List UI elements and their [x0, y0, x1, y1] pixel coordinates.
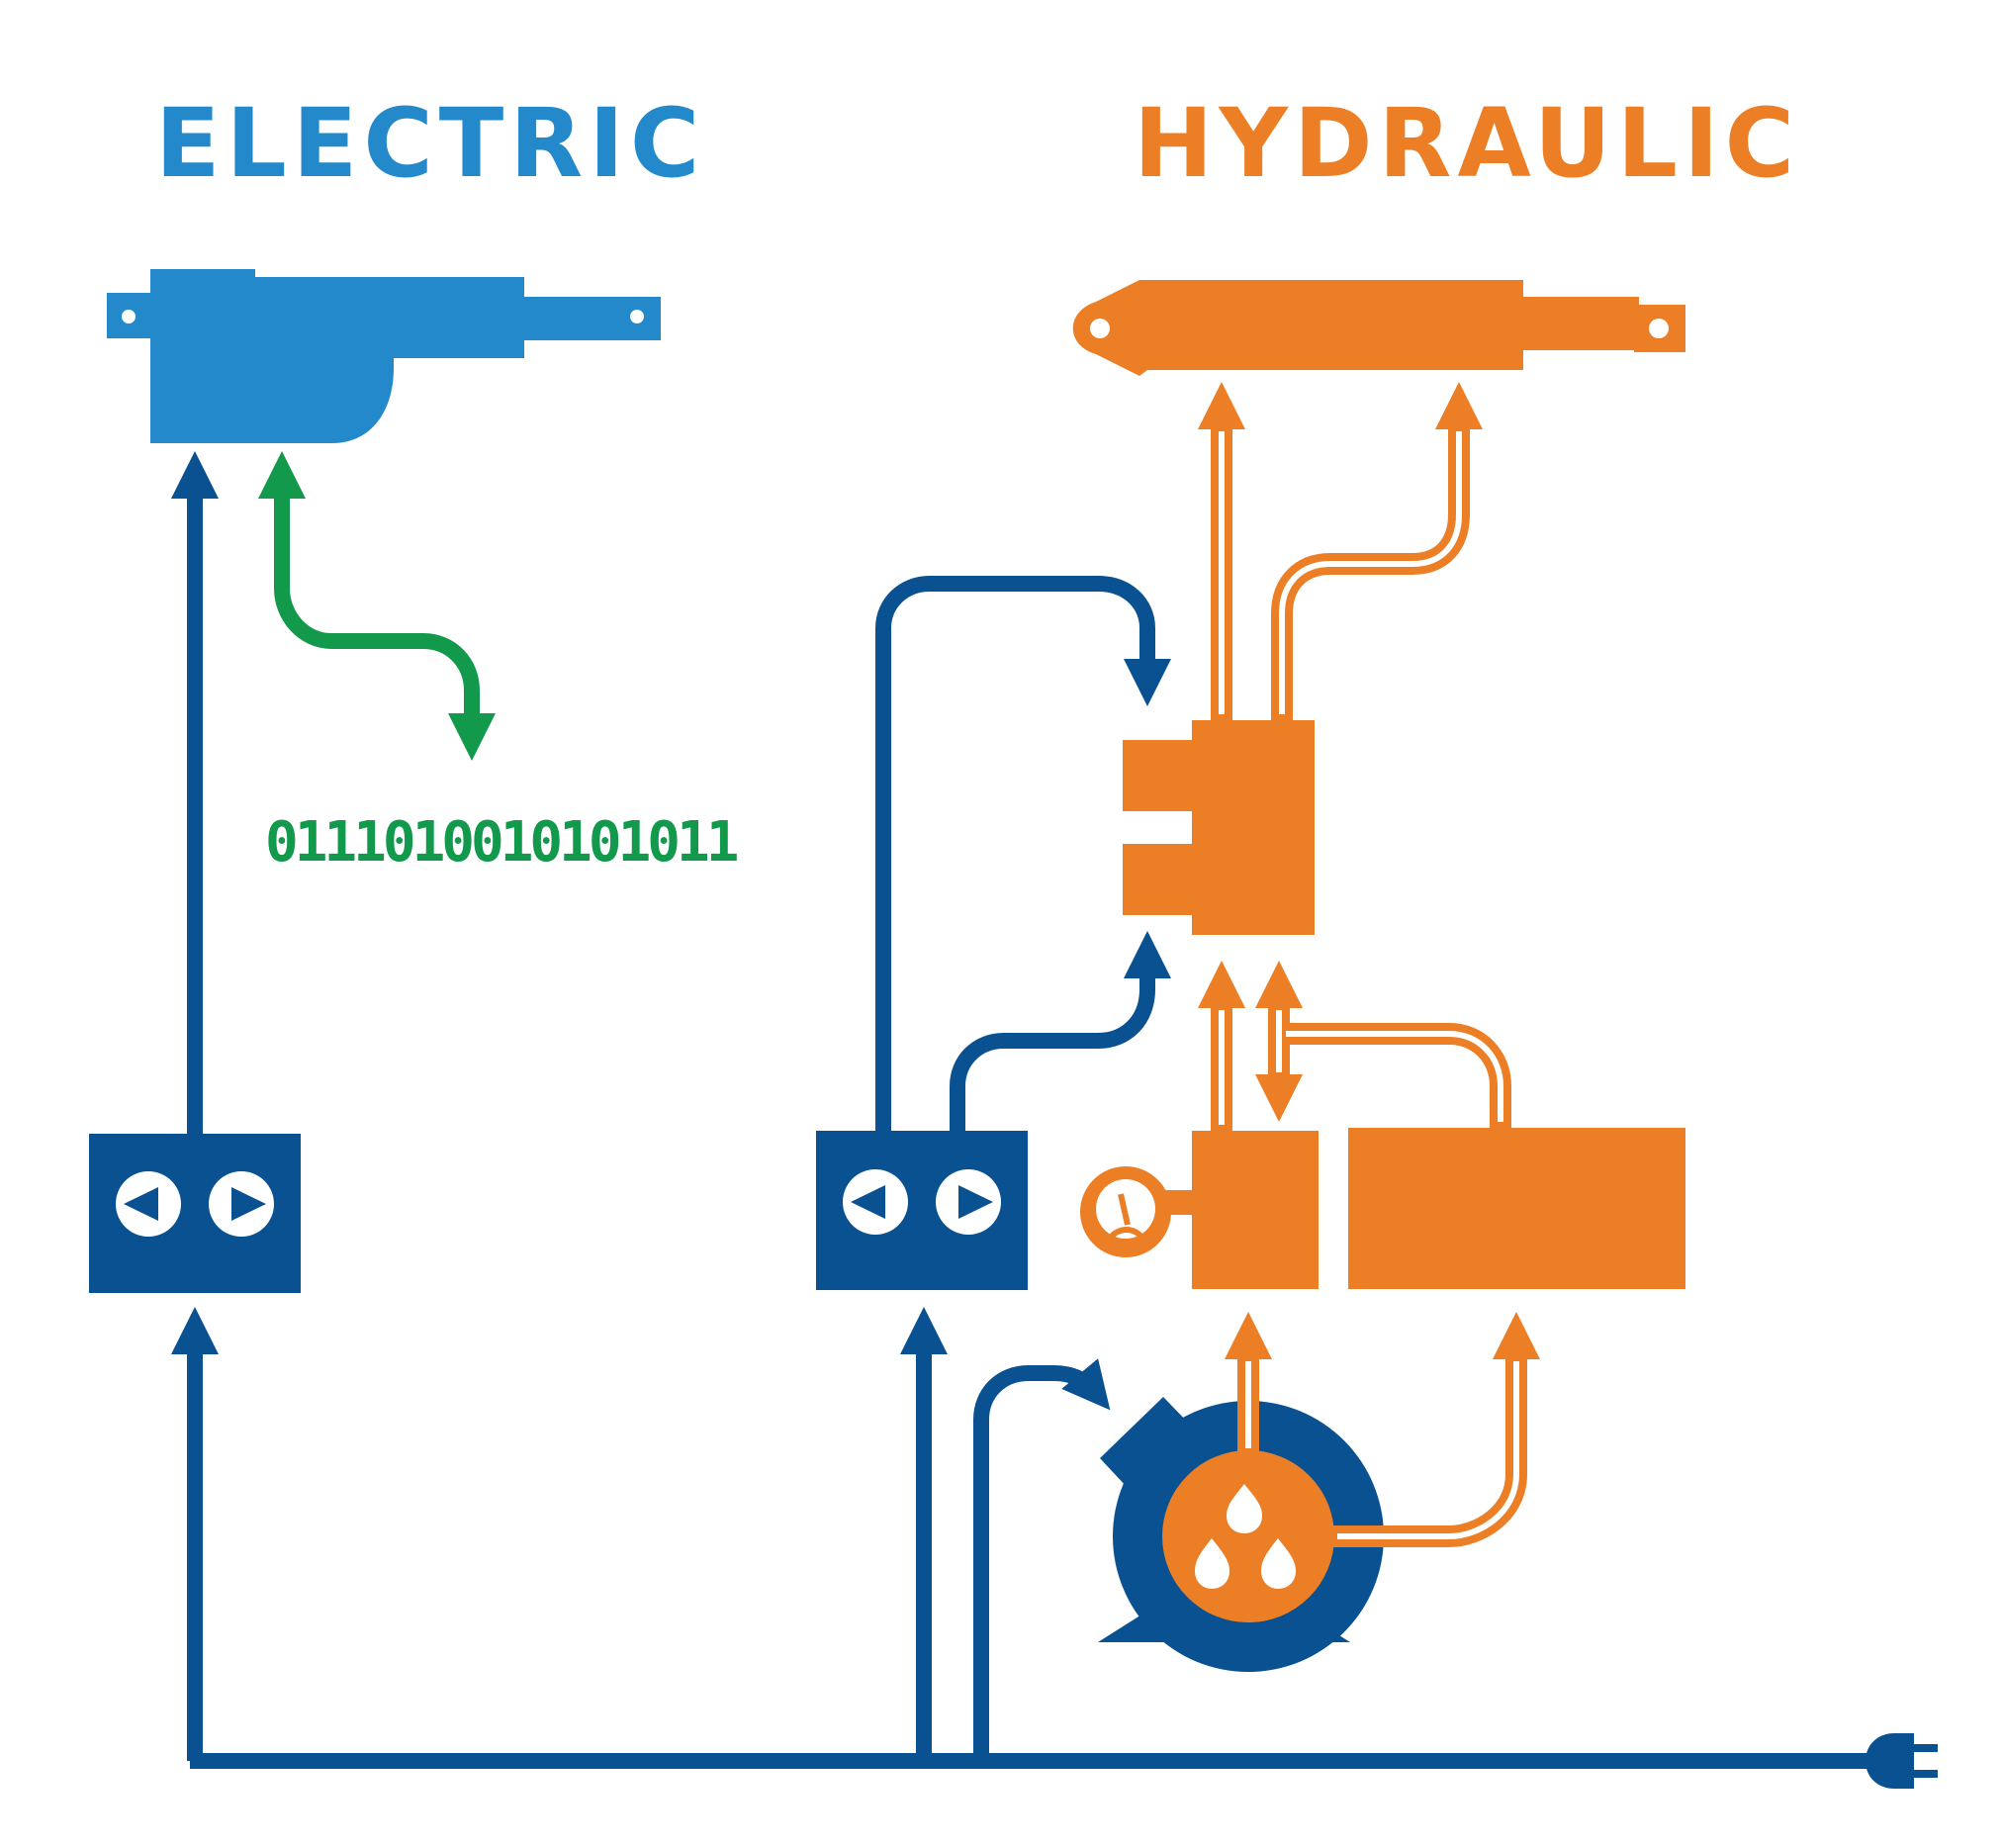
control-valve-icon: [1123, 720, 1315, 935]
hydraulic-control-box-icon: [816, 1131, 1028, 1290]
hydraulic-cylinder-icon: [1072, 280, 1685, 376]
pressure-block: [1159, 1131, 1319, 1289]
electric-motor-pump-icon: [1098, 1397, 1384, 1672]
hydraulic-flow-lines: [1198, 382, 1540, 1547]
hydraulic-title: HYDRAULIC: [1134, 88, 1800, 199]
electric-linear-actuator-icon: [107, 269, 661, 443]
fluid-reservoir-icon: [1348, 1128, 1685, 1289]
electric-control-box-icon: [89, 1134, 301, 1293]
binary-signal-text: 0111010010101011: [265, 810, 738, 875]
fluid-drop-icon: [1195, 1484, 1296, 1589]
pressure-gauge-icon: [1080, 1166, 1171, 1257]
hydraulic-pipe-highlights: [1219, 431, 1519, 1539]
power-plug-icon: [1866, 1733, 1938, 1789]
hydraulic-control-lines: [875, 576, 1171, 1761]
data-feedback-line: [258, 451, 496, 761]
electric-title: ELECTRIC: [155, 88, 705, 199]
